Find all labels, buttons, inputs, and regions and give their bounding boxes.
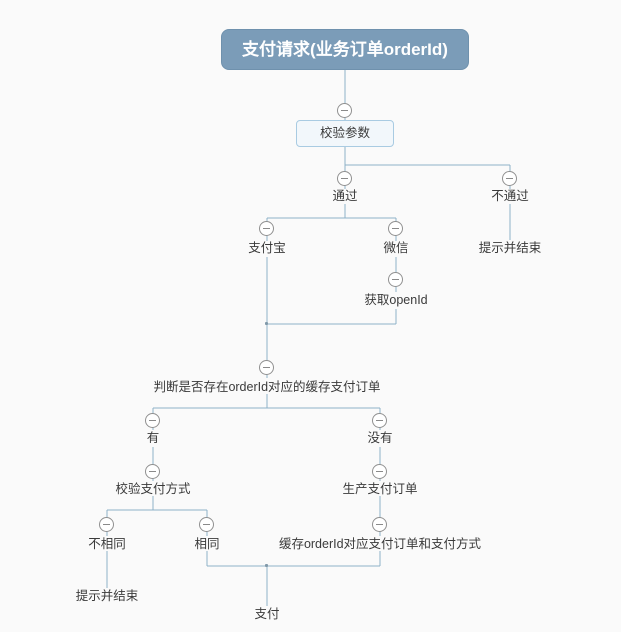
merge-junction-dot bbox=[265, 564, 268, 567]
collapse-minus-icon[interactable] bbox=[388, 221, 403, 236]
node-fail-end[interactable]: 提示并结束 bbox=[478, 241, 542, 255]
node-alipay[interactable]: 支付宝 bbox=[248, 241, 286, 255]
node-check-cached-order[interactable]: 判断是否存在orderId对应的缓存支付订单 bbox=[153, 380, 381, 394]
minus-glyph bbox=[341, 110, 348, 111]
node-get-openid[interactable]: 获取openId bbox=[364, 293, 428, 307]
node-not-same-end[interactable]: 提示并结束 bbox=[75, 589, 139, 603]
node-same[interactable]: 相同 bbox=[194, 537, 220, 551]
node-validate-params[interactable]: 校验参数 bbox=[296, 120, 394, 147]
collapse-minus-icon[interactable] bbox=[199, 517, 214, 532]
minus-glyph bbox=[392, 228, 399, 229]
minus-glyph bbox=[263, 367, 270, 368]
collapse-minus-icon[interactable] bbox=[372, 464, 387, 479]
collapse-minus-icon[interactable] bbox=[259, 221, 274, 236]
minus-glyph bbox=[376, 471, 383, 472]
node-cache-order[interactable]: 缓存orderId对应支付订单和支付方式 bbox=[278, 537, 482, 551]
node-pass[interactable]: 通过 bbox=[332, 189, 358, 203]
collapse-minus-icon[interactable] bbox=[337, 171, 352, 186]
minus-glyph bbox=[376, 420, 383, 421]
node-has-not[interactable]: 没有 bbox=[367, 431, 393, 445]
node-create-pay-order[interactable]: 生产支付订单 bbox=[342, 482, 418, 496]
collapse-minus-icon[interactable] bbox=[372, 517, 387, 532]
merge-junction-dot bbox=[265, 322, 268, 325]
minus-glyph bbox=[149, 471, 156, 472]
collapse-minus-icon[interactable] bbox=[259, 360, 274, 375]
collapse-minus-icon[interactable] bbox=[388, 272, 403, 287]
collapse-minus-icon[interactable] bbox=[145, 413, 160, 428]
minus-glyph bbox=[506, 178, 513, 179]
collapse-minus-icon[interactable] bbox=[372, 413, 387, 428]
collapse-minus-icon[interactable] bbox=[145, 464, 160, 479]
minus-glyph bbox=[392, 279, 399, 280]
minus-glyph bbox=[203, 524, 210, 525]
node-pay[interactable]: 支付 bbox=[254, 607, 280, 621]
collapse-minus-icon[interactable] bbox=[337, 103, 352, 118]
minus-glyph bbox=[103, 524, 110, 525]
node-fail[interactable]: 不通过 bbox=[491, 189, 529, 203]
minus-glyph bbox=[149, 420, 156, 421]
minus-glyph bbox=[263, 228, 270, 229]
node-has[interactable]: 有 bbox=[146, 431, 160, 445]
node-payment-request[interactable]: 支付请求(业务订单orderId) bbox=[221, 29, 469, 70]
collapse-minus-icon[interactable] bbox=[502, 171, 517, 186]
minus-glyph bbox=[376, 524, 383, 525]
minus-glyph bbox=[341, 178, 348, 179]
node-wechat[interactable]: 微信 bbox=[383, 241, 409, 255]
collapse-minus-icon[interactable] bbox=[99, 517, 114, 532]
node-verify-pay-method[interactable]: 校验支付方式 bbox=[115, 482, 191, 496]
node-not-same[interactable]: 不相同 bbox=[88, 537, 126, 551]
